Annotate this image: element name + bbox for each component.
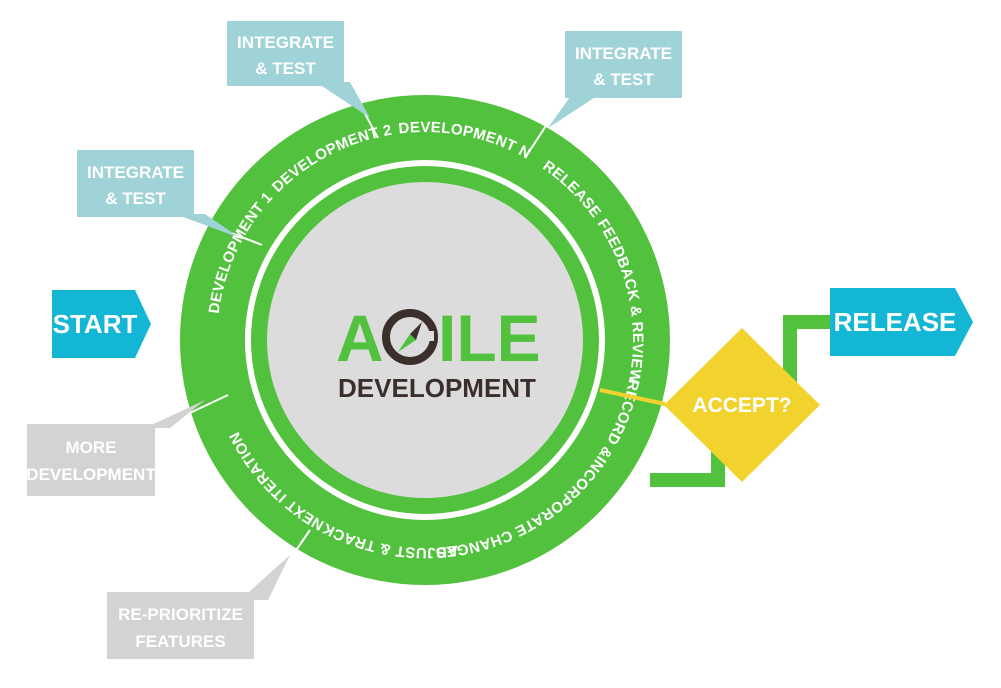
logo-subtitle: DEVELOPMENT: [338, 373, 536, 403]
callout-line-2: DEVELOPMENT: [26, 465, 156, 484]
callout-line-1: INTEGRATE: [575, 44, 672, 63]
start-arrow: START: [52, 290, 151, 358]
integrate-test-callout-2: INTEGRATE & TEST: [227, 21, 370, 118]
callout-line-1: RE-PRIORITIZE: [118, 605, 243, 624]
callout-line-2: & TEST: [255, 59, 316, 78]
callout-line-2: & TEST: [593, 70, 654, 89]
callout-line-1: INTEGRATE: [237, 33, 334, 52]
agile-logo: A ILE DEVELOPMENT: [336, 301, 541, 403]
callout-line-1: MORE: [66, 438, 117, 457]
logo-letter-a: A: [336, 301, 384, 375]
callout-line-1: INTEGRATE: [87, 163, 184, 182]
more-development-callout: MORE DEVELOPMENT: [26, 400, 205, 496]
callout-line-2: & TEST: [105, 189, 166, 208]
logo-letters-ile: ILE: [438, 301, 541, 375]
integrate-test-callout-3: INTEGRATE & TEST: [548, 31, 682, 128]
release-arrow: RELEASE: [830, 288, 973, 356]
release-label: RELEASE: [834, 307, 957, 337]
callout-line-2: FEATURES: [135, 632, 225, 651]
accept-decision: ACCEPT?: [599, 328, 820, 482]
reprioritize-callout: RE-PRIORITIZE FEATURES: [107, 555, 290, 659]
integrate-test-callout-1: INTEGRATE & TEST: [77, 150, 240, 238]
start-label: START: [53, 309, 138, 339]
compass-icon: [382, 309, 438, 365]
accept-label: ACCEPT?: [692, 394, 791, 417]
